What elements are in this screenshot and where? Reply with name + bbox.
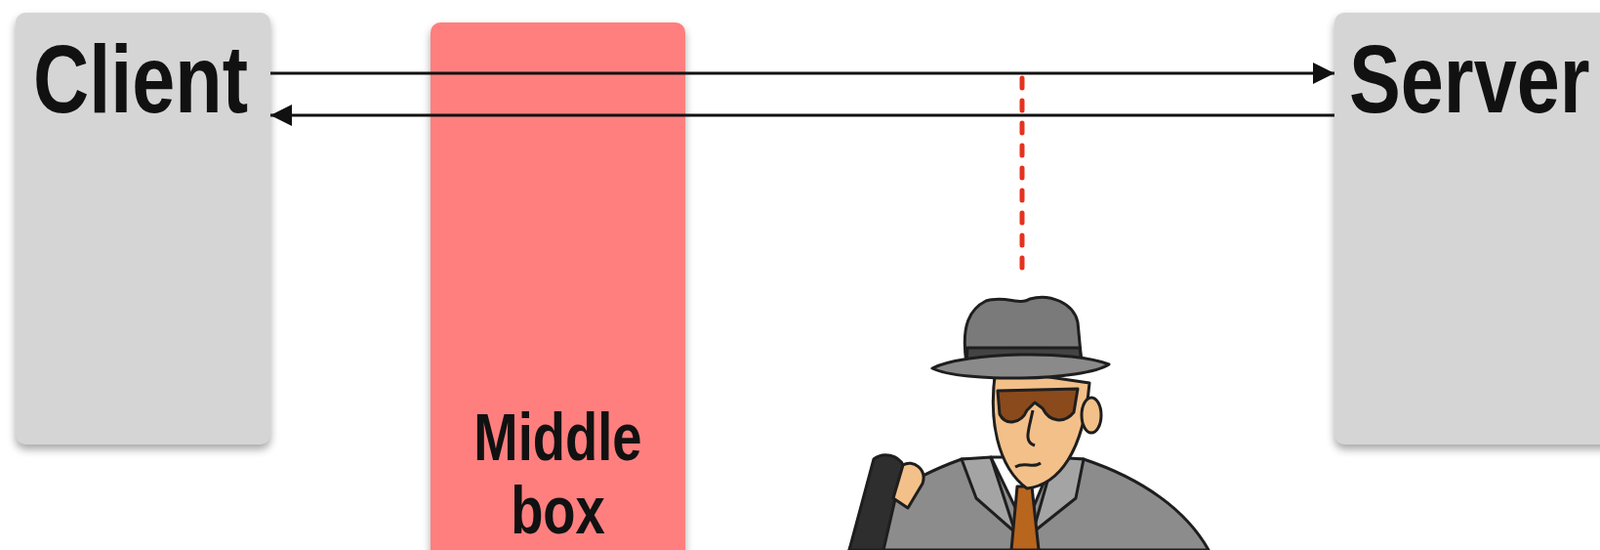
- middlebox: Middle box: [430, 22, 686, 550]
- box-label: Client: [33, 30, 248, 127]
- message-arrow: [270, 72, 1335, 76]
- eavesdrop-line: [1020, 78, 1026, 276]
- box-label: Middle box: [455, 400, 660, 547]
- box-label: Server: [1349, 30, 1591, 127]
- client-box: Client: [15, 12, 271, 445]
- message-arrow: [270, 114, 1335, 118]
- spy-figure: [849, 296, 1209, 550]
- server-box: Server: [1334, 12, 1600, 445]
